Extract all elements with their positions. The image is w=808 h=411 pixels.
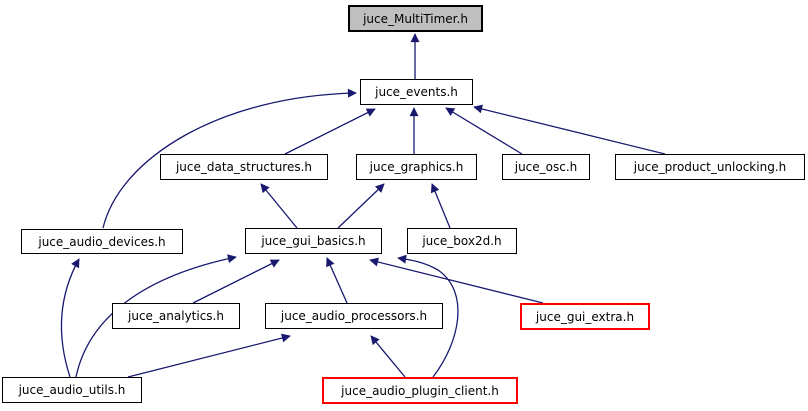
graph-node-label: juce_MultiTimer.h	[363, 11, 468, 26]
edge-juce-analytics-h-to-juce-gui-basics-h	[192, 259, 280, 304]
graph-node-label: juce_osc.h	[514, 160, 578, 174]
graph-node-juce-graphics-h[interactable]: juce_graphics.h	[356, 154, 477, 180]
graph-node-juce-analytics-h[interactable]: juce_analytics.h	[112, 303, 240, 329]
edge-juce-audio-plugin-client-h-to-juce-gui-basics-h	[397, 254, 459, 378]
graph-node-label: juce_events.h	[375, 85, 458, 99]
edge-juce-audio-utils-h-to-juce-audio-processors-h	[127, 333, 291, 378]
edge-juce-product-unlocking-h-to-juce-events-h	[473, 104, 666, 155]
graph-node-juce-audio-devices-h[interactable]: juce_audio_devices.h	[21, 229, 183, 254]
graph-node-label: juce_gui_basics.h	[261, 234, 366, 248]
graph-node-juce-events-h[interactable]: juce_events.h	[360, 79, 473, 105]
graph-node-label: juce_audio_utils.h	[18, 383, 126, 397]
graph-node-label: juce_audio_processors.h	[280, 309, 428, 323]
edge-juce-audio-utils-h-to-juce-audio-devices-h	[60, 258, 80, 378]
graph-node-juce-audio-plugin-client-h[interactable]: juce_audio_plugin_client.h	[322, 377, 518, 404]
graph-node-label: juce_audio_plugin_client.h	[341, 383, 499, 398]
graph-node-juce-data-structures-h[interactable]: juce_data_structures.h	[160, 154, 328, 180]
edge-juce-gui-basics-h-to-juce-data-structures-h	[260, 183, 298, 229]
graph-node-label: juce_graphics.h	[369, 160, 464, 174]
graph-node-juce-box2d-h[interactable]: juce_box2d.h	[407, 228, 517, 254]
edge-juce-audio-plugin-client-h-to-juce-audio-processors-h	[370, 335, 406, 378]
graph-node-label: juce_audio_devices.h	[38, 234, 166, 249]
edge-juce-gui-basics-h-to-juce-graphics-h	[337, 183, 385, 229]
graph-node-juce-multitimer-h: juce_MultiTimer.h	[348, 5, 483, 32]
graph-node-juce-product-unlocking-h[interactable]: juce_product_unlocking.h	[615, 154, 805, 180]
graph-node-label: juce_gui_extra.h	[535, 309, 635, 324]
graph-node-label: juce_product_unlocking.h	[633, 160, 787, 174]
graph-node-juce-audio-processors-h[interactable]: juce_audio_processors.h	[265, 303, 443, 329]
graph-node-juce-osc-h[interactable]: juce_osc.h	[502, 154, 590, 180]
edge-juce-gui-extra-h-to-juce-gui-basics-h	[369, 257, 544, 304]
edge-juce-audio-devices-h-to-juce-events-h	[102, 88, 357, 229]
graph-node-juce-gui-basics-h[interactable]: juce_gui_basics.h	[245, 228, 382, 254]
graph-node-label: juce_data_structures.h	[175, 160, 313, 174]
graph-node-label: juce_box2d.h	[422, 234, 502, 248]
edge-juce-osc-h-to-juce-events-h	[445, 107, 523, 155]
edge-juce-box2d-h-to-juce-graphics-h	[430, 183, 451, 229]
graph-node-juce-gui-extra-h[interactable]: juce_gui_extra.h	[520, 303, 650, 330]
graph-node-label: juce_analytics.h	[128, 309, 224, 323]
edge-juce-data-structures-h-to-juce-events-h	[284, 108, 376, 155]
graph-node-juce-audio-utils-h[interactable]: juce_audio_utils.h	[2, 377, 142, 403]
edge-juce-audio-processors-h-to-juce-gui-basics-h	[326, 257, 348, 304]
